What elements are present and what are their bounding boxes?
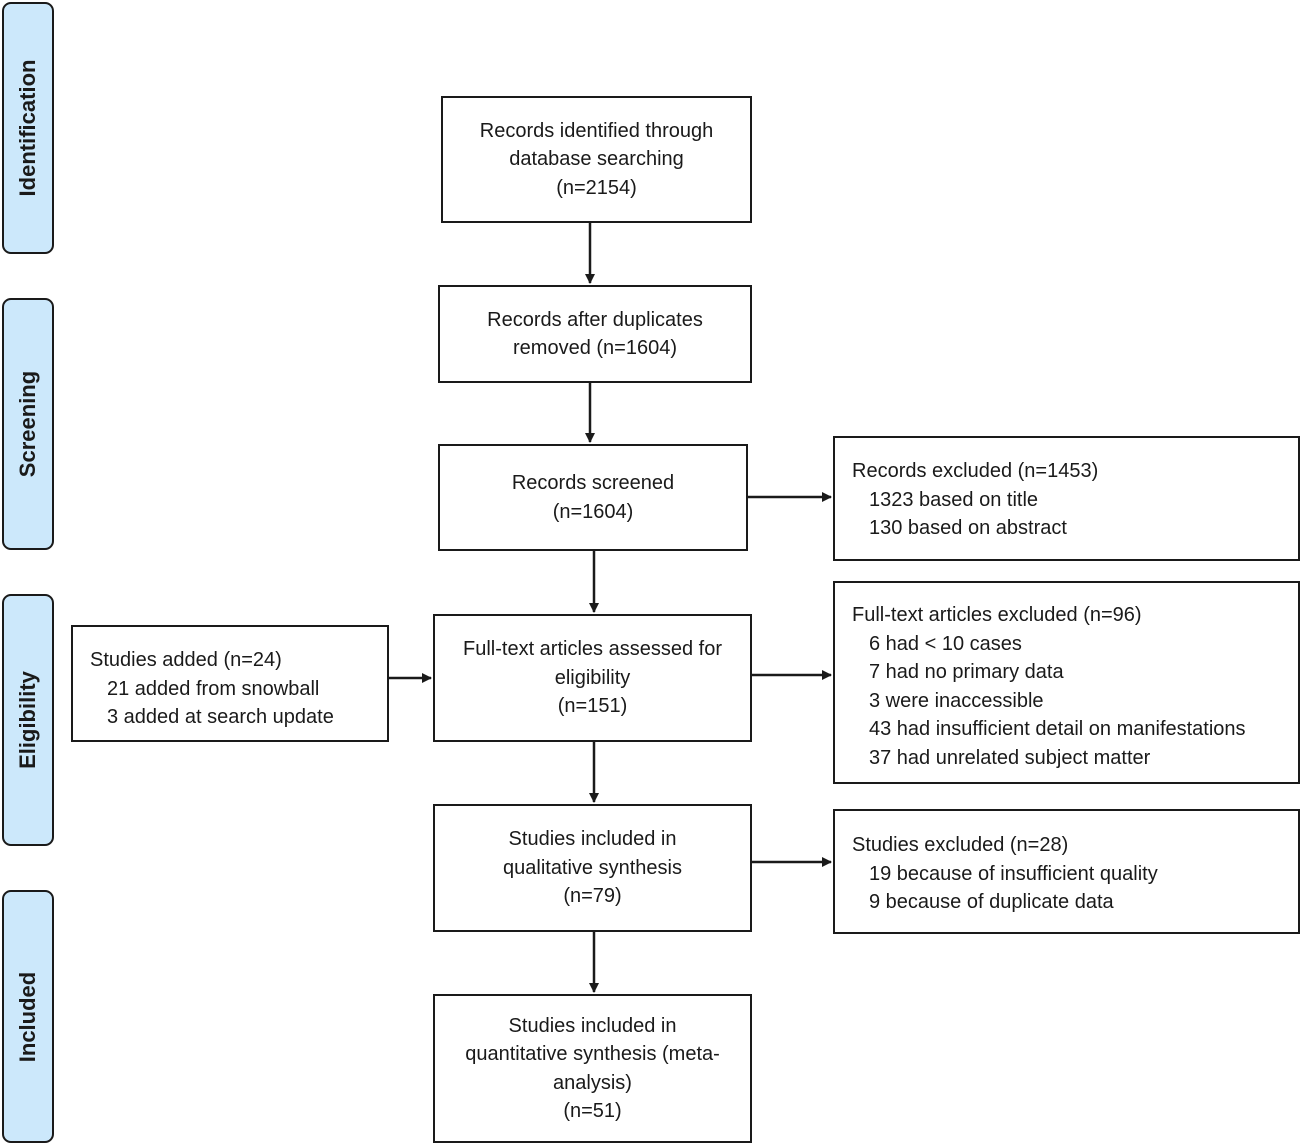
records-identified-line-1: Records identified through: [479, 119, 714, 142]
full-text-excluded-header: Full-text articles excluded (n=96): [852, 604, 1142, 626]
full-text-assessed-count: (n=151): [557, 695, 628, 718]
records-excluded-header: Records excluded (n=1453): [852, 460, 1099, 482]
records-excluded-item: 1323 based on title: [869, 488, 1039, 511]
records-identified-count: (n=2154): [556, 176, 637, 199]
studies-excluded-box: Studies excluded (n=28) 19 because of in…: [833, 809, 1300, 934]
records-screened-count: (n=1604): [552, 500, 634, 523]
full-text-assessed-box: Full-text articles assessed for eligibil…: [433, 614, 752, 742]
quantitative-synthesis-line-1: Studies included in: [508, 1014, 677, 1037]
phase-identification: Identification: [2, 2, 54, 254]
studies-added-item: 21 added from snowball: [107, 677, 320, 700]
studies-excluded-item: 9 because of duplicate data: [869, 891, 1114, 913]
studies-added-box: Studies added (n=24) 21 added from snowb…: [71, 625, 389, 742]
records-screened-box: Records screened (n=1604): [438, 444, 748, 551]
qualitative-synthesis-line-1: Studies included in: [508, 828, 677, 851]
records-identified-line-2: database searching: [509, 148, 684, 171]
records-excluded-item: 130 based on abstract: [869, 517, 1067, 539]
records-after-duplicates-line-2: removed (n=1604): [513, 337, 677, 359]
full-text-assessed-line-1: Full-text articles assessed for: [463, 638, 722, 661]
studies-added-header: Studies added (n=24): [90, 649, 282, 671]
full-text-excluded-item: 3 were inaccessible: [869, 689, 1044, 712]
records-screened-line-1: Records screened: [511, 472, 675, 494]
records-after-duplicates-line-1: Records after duplicates: [487, 308, 703, 331]
full-text-excluded-item: 37 had unrelated subject matter: [869, 746, 1151, 769]
quantitative-synthesis-box: Studies included in quantitative synthes…: [433, 994, 752, 1143]
quantitative-synthesis-line-3: analysis): [553, 1071, 632, 1094]
full-text-excluded-item: 43 had insufficient detail on manifestat…: [869, 718, 1246, 740]
full-text-excluded-item: 7 had no primary data: [869, 661, 1064, 683]
phase-screening: Screening: [2, 298, 54, 550]
phase-eligibility: Eligibility: [2, 594, 54, 846]
studies-excluded-header: Studies excluded (n=28): [852, 834, 1069, 856]
phase-included: Included: [2, 890, 54, 1143]
quantitative-synthesis-count: (n=51): [563, 1100, 622, 1122]
quantitative-synthesis-line-2: quantitative synthesis (meta-: [465, 1043, 720, 1065]
qualitative-synthesis-box: Studies included in qualitative synthesi…: [433, 804, 752, 932]
records-excluded-box: Records excluded (n=1453) 1323 based on …: [833, 436, 1300, 561]
full-text-excluded-box: Full-text articles excluded (n=96) 6 had…: [833, 581, 1300, 784]
studies-excluded-item: 19 because of insufficient quality: [869, 862, 1158, 885]
records-after-duplicates-box: Records after duplicates removed (n=1604…: [438, 285, 752, 383]
full-text-assessed-line-2: eligibility: [554, 666, 631, 689]
studies-added-item: 3 added at search update: [107, 706, 334, 728]
full-text-excluded-item: 6 had < 10 cases: [869, 632, 1022, 655]
qualitative-synthesis-line-2: qualitative synthesis: [503, 856, 682, 879]
qualitative-synthesis-count: (n=79): [563, 885, 622, 908]
records-identified-box: Records identified through database sear…: [441, 96, 752, 223]
